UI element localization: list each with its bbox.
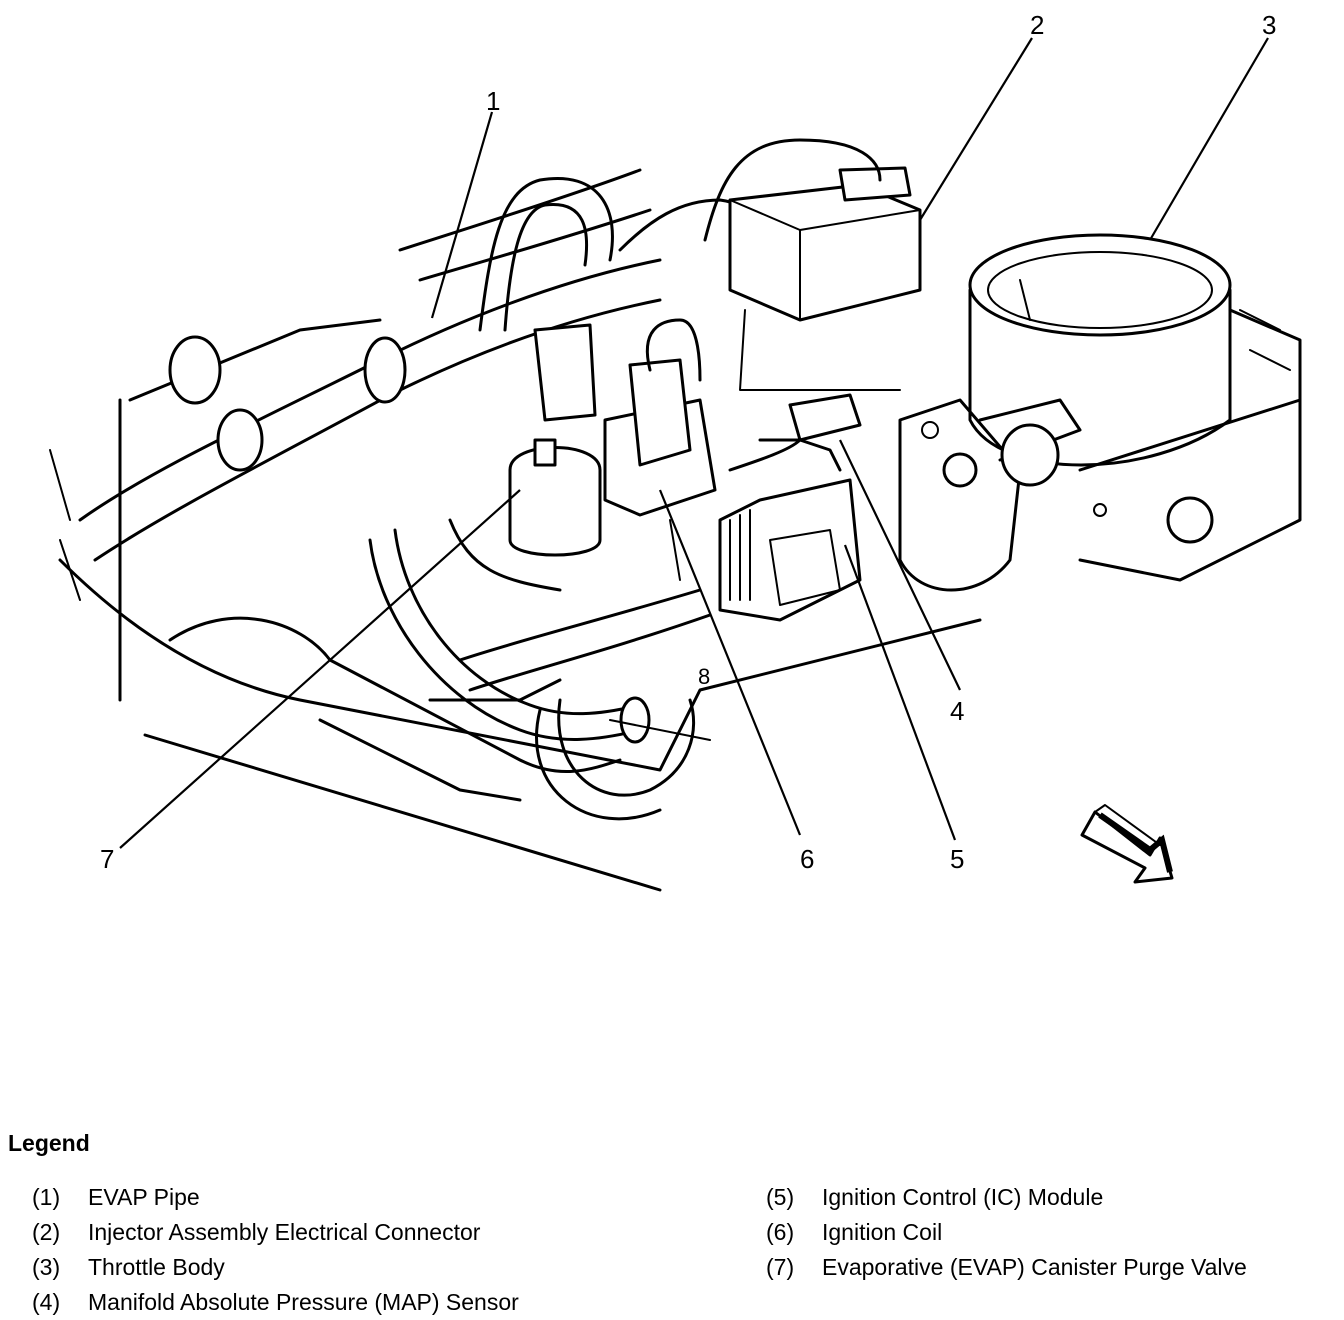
- callout-3: 3: [1262, 10, 1276, 40]
- injector-connector: [703, 138, 922, 391]
- callout-5: 5: [950, 844, 964, 874]
- map-sensor: [728, 393, 862, 472]
- legend-item-number: (1): [32, 1184, 61, 1210]
- legend-item-text: Throttle Body: [88, 1254, 225, 1280]
- legend-item: (2) Injector Assembly Electrical Connecto…: [32, 1215, 519, 1250]
- callout-6: 6: [800, 844, 814, 874]
- ic-module: [718, 478, 862, 622]
- legend-item: (4) Manifold Absolute Pressure (MAP) Sens…: [32, 1285, 519, 1320]
- callout-4: 4: [950, 696, 964, 726]
- callout-2: 2: [1030, 10, 1044, 40]
- callout-8: 8: [698, 664, 710, 689]
- callout-1: 1: [486, 86, 500, 116]
- ignition-coil: [603, 318, 717, 581]
- legend-item: (7) Evaporative (EVAP) Canister Purge Val…: [766, 1250, 1247, 1285]
- legend-item-number: (3): [32, 1254, 61, 1280]
- leader-lines: [119, 37, 1269, 849]
- evap-pipe: [78, 168, 662, 562]
- legend-item: (3) Throttle Body: [32, 1250, 519, 1285]
- arrow-down-right-icon: [1080, 804, 1174, 884]
- legend-item-number: (6): [766, 1219, 795, 1245]
- callout-numbers: 1 2 3 4 5 6 7 8: [100, 10, 1276, 874]
- legend-item-number: (5): [766, 1184, 795, 1210]
- evap-purge-valve: [448, 323, 602, 592]
- legend-item: (1) EVAP Pipe: [32, 1180, 519, 1215]
- legend-column-left: (1) EVAP Pipe (2) Injector Assembly Electr…: [32, 1180, 519, 1320]
- legend-item: (6) Ignition Coil: [766, 1215, 1247, 1250]
- legend-item-text: Injector Assembly Electrical Connector: [88, 1219, 481, 1245]
- throttle-body: [898, 233, 1302, 592]
- legend-item-number: (2): [32, 1219, 61, 1245]
- legend-item-text: Manifold Absolute Pressure (MAP) Sensor: [88, 1289, 519, 1315]
- legend-column-right: (5) Ignition Control (IC) Module (6) Ignit…: [766, 1180, 1247, 1285]
- legend-item: (5) Ignition Control (IC) Module: [766, 1180, 1247, 1215]
- legend-item-text: Ignition Control (IC) Module: [822, 1184, 1104, 1210]
- legend-item-number: (4): [32, 1289, 61, 1315]
- legend-item-text: EVAP Pipe: [88, 1184, 200, 1210]
- legend-item-text: Evaporative (EVAP) Canister Purge Valve: [822, 1254, 1247, 1280]
- legend-item-text: Ignition Coil: [822, 1219, 943, 1245]
- wiring-harness: [368, 528, 712, 821]
- callout-7: 7: [100, 844, 114, 874]
- engine-component-diagram: 1 2 3 4 5 6 7 8: [49, 10, 1302, 892]
- legend-title: Legend: [8, 1130, 90, 1156]
- legend-item-number: (7): [766, 1254, 795, 1280]
- legend: Legend (1) EVAP Pipe (2) Injector Assembly…: [8, 1130, 1338, 1315]
